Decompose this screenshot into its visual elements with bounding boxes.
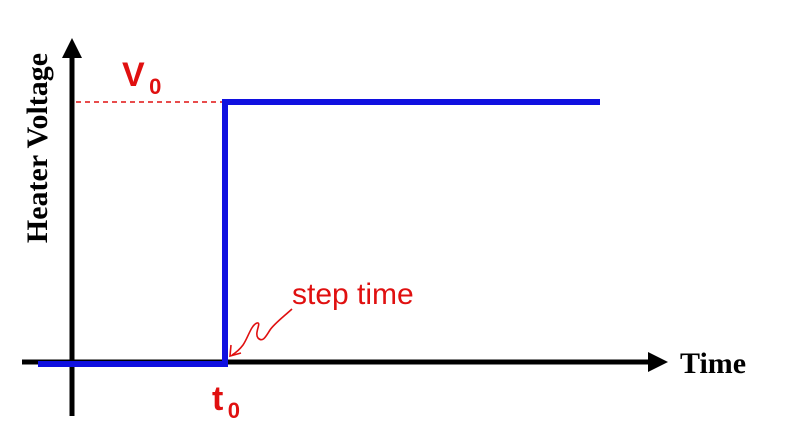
v0-label: V 0 bbox=[122, 56, 161, 99]
step-time-annotation: step time bbox=[292, 278, 414, 311]
x-axis-label: Time bbox=[680, 347, 746, 380]
x-axis-arrowhead bbox=[648, 352, 668, 372]
step-signal-line bbox=[38, 99, 600, 367]
y-axis-arrowhead bbox=[62, 38, 82, 58]
step-time-arrowhead bbox=[229, 344, 242, 358]
v0-label-subscript: 0 bbox=[149, 74, 161, 99]
step-time-arrow bbox=[231, 308, 293, 356]
t0-label-main: t bbox=[212, 380, 223, 418]
t0-label: t 0 bbox=[212, 380, 240, 423]
v0-label-main: V bbox=[122, 56, 145, 94]
t0-label-subscript: 0 bbox=[228, 398, 240, 423]
y-axis-label: Heater Voltage bbox=[21, 53, 54, 243]
